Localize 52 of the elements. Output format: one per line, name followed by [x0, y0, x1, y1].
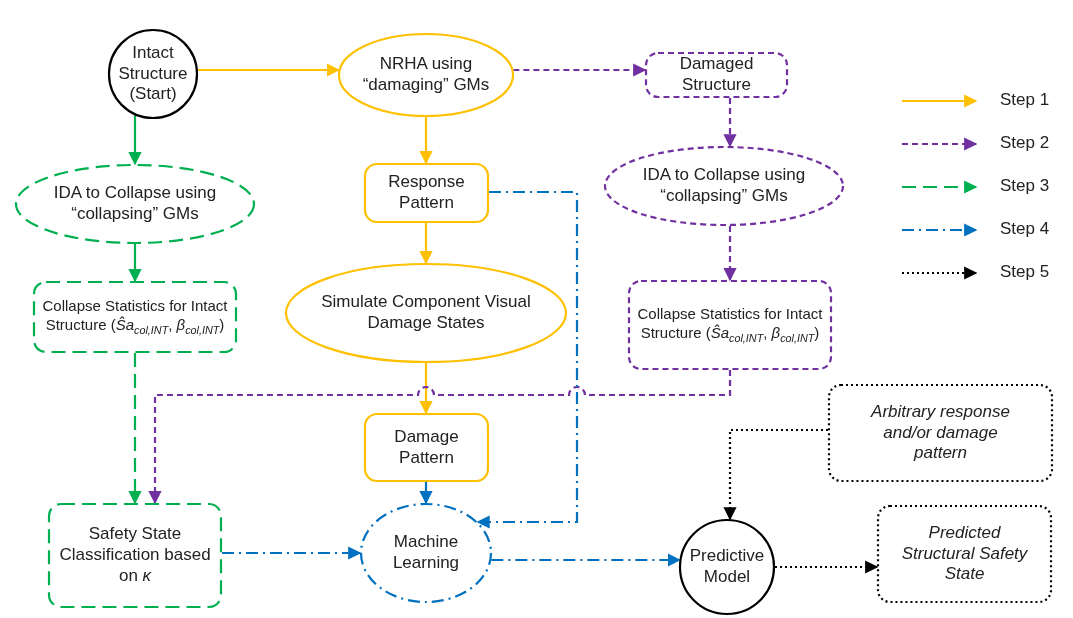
process-ellipse	[360, 503, 492, 603]
arrow	[419, 482, 433, 505]
node-text: IDA to Collapse using “collapsing” GMs	[641, 165, 807, 207]
arrow	[513, 63, 647, 77]
process-ellipse	[604, 146, 844, 226]
arrow	[419, 223, 433, 265]
node-text: Response Pattern	[387, 172, 466, 214]
process-ellipse	[285, 263, 567, 363]
legend-label: Step 2	[1000, 133, 1050, 153]
arrow	[128, 115, 142, 166]
process-ellipse	[338, 33, 514, 117]
legend-label: Step 1	[1000, 90, 1050, 110]
arrow	[491, 553, 681, 567]
arrow	[723, 98, 737, 148]
arrow	[775, 560, 879, 574]
node-text: Arbitrary response and/or damage pattern	[869, 401, 1011, 465]
process-box	[364, 413, 489, 482]
process-box	[828, 384, 1053, 482]
arrow	[197, 63, 340, 77]
process-box	[33, 281, 237, 353]
process-box	[48, 503, 222, 608]
node-text: IDA to Collapse using “collapsing” GMs	[52, 183, 218, 225]
process-box	[628, 280, 832, 370]
node-text: Simulate Component Visual Damage States	[320, 292, 532, 334]
arrow	[128, 244, 142, 283]
node-text: Damage Pattern	[393, 426, 460, 469]
arrow	[419, 117, 433, 165]
node-text: Collapse Statistics for Intact Structure (Ŝa$_{col,INT}$, β$_{col,INT}$)	[41, 297, 229, 337]
node-text: NRHA using “damaging” GMs	[361, 54, 491, 96]
terminal-circle	[679, 519, 775, 615]
arrow	[723, 225, 737, 282]
start-circle	[108, 29, 198, 119]
arrow	[419, 363, 433, 415]
process-box	[877, 505, 1052, 603]
node-text: Predicted Structural Safety State	[900, 522, 1029, 586]
process-box	[645, 52, 788, 98]
node-text: Machine Learning	[391, 532, 461, 574]
node-text: Damaged Structure	[678, 54, 755, 96]
node-text: Intact Structure (Start)	[117, 42, 189, 106]
process-box	[364, 163, 489, 223]
legend-label: Step 5	[1000, 262, 1050, 282]
arrow	[723, 428, 828, 521]
process-ellipse	[15, 164, 255, 244]
arrow	[148, 370, 732, 505]
legend-label: Step 4	[1000, 219, 1050, 239]
node-text: Predictive Model	[688, 546, 766, 588]
arrow	[476, 190, 579, 529]
node-text: Collapse Statistics for Intact Structure (Ŝa$_{col,INT}$, β$_{col,INT}$)	[636, 305, 824, 345]
arrow	[222, 546, 362, 560]
node-text: Safety State Classification based on κ	[58, 524, 212, 587]
legend-label: Step 3	[1000, 176, 1050, 196]
arrow	[128, 353, 142, 505]
